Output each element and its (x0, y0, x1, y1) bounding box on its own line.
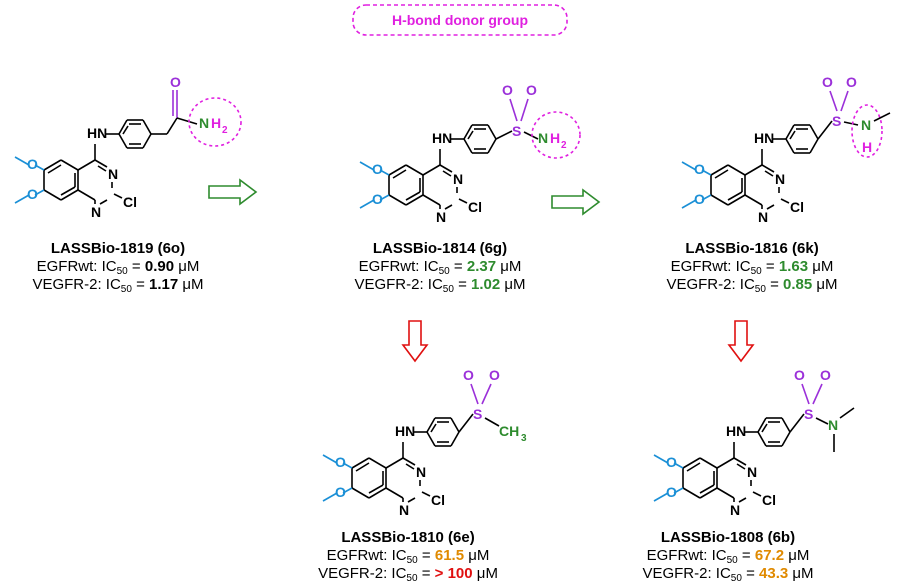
svg-text:O: O (335, 484, 346, 500)
svg-text:O: O (666, 484, 677, 500)
svg-text:S: S (473, 406, 482, 422)
svg-text:Cl: Cl (123, 194, 137, 210)
svg-text:O: O (822, 74, 833, 90)
svg-text:Cl: Cl (762, 492, 776, 508)
structure-1816: HN N N Cl O O S O O N H (681, 74, 891, 225)
caption-1808: LASSBio-1808 (6b) EGFRwt: IC50 = 67.2 μM… (610, 529, 846, 584)
vegfr-line: VEGFR-2: IC50 = > 100 μM (318, 565, 498, 584)
svg-text:N: N (828, 417, 838, 433)
structure-1814: HN N N Cl O O S O O N H 2 (359, 82, 581, 225)
structure-1819: HN N N Cl O O O N H 2 (14, 74, 242, 220)
vegfr-line: VEGFR-2: IC50 = 1.02 μM (354, 276, 526, 295)
compound-name: LASSBio-1814 (6g) (372, 240, 508, 257)
caption-1816: LASSBio-1816 (6k) EGFRwt: IC50 = 1.63 μM… (634, 240, 870, 295)
caption-1810: LASSBio-1810 (6e) EGFRwt: IC50 = 61.5 μM… (290, 529, 526, 584)
svg-text:Cl: Cl (431, 492, 445, 508)
egfr-value: 61.5 (434, 547, 465, 564)
svg-text:HN: HN (87, 125, 107, 141)
svg-text:O: O (846, 74, 857, 90)
vegfr-value: 43.3 (759, 565, 789, 582)
vegfr-line: VEGFR-2: IC50 = 0.85 μM (666, 276, 838, 295)
svg-text:N: N (730, 502, 740, 518)
svg-text:O: O (170, 74, 181, 90)
svg-text:S: S (832, 113, 841, 129)
annotation-box (352, 4, 568, 36)
svg-text:N: N (399, 502, 409, 518)
svg-text:Cl: Cl (468, 199, 482, 215)
caption-1819: LASSBio-1819 (6o) EGFRwt: IC50 = 0.90 μM… (0, 240, 236, 295)
svg-text:N: N (416, 464, 426, 480)
vegfr-line: VEGFR-2: IC50 = 43.3 μM (642, 565, 814, 584)
svg-text:O: O (489, 367, 500, 383)
svg-text:O: O (694, 161, 705, 177)
svg-text:N: N (538, 130, 548, 146)
egfr-value: 1.63 (778, 258, 809, 275)
svg-text:O: O (463, 367, 474, 383)
caption-1814: LASSBio-1814 (6g) EGFRwt: IC50 = 2.37 μM… (322, 240, 558, 295)
arrow-right-2 (551, 188, 601, 216)
svg-text:2: 2 (222, 125, 228, 136)
vegfr-value: 1.17 (149, 276, 179, 293)
svg-text:H: H (862, 139, 872, 155)
arrow-right-1 (208, 178, 258, 206)
svg-text:O: O (372, 191, 383, 207)
h-bond-annotation: H-bond donor group (352, 4, 568, 36)
svg-text:O: O (502, 82, 513, 98)
svg-text:O: O (794, 367, 805, 383)
svg-text:3: 3 (521, 433, 527, 444)
vegfr-line: VEGFR-2: IC50 = 1.17 μM (32, 276, 204, 295)
svg-text:O: O (526, 82, 537, 98)
egfr-line: EGFRwt: IC50 = 67.2 μM (646, 547, 810, 566)
svg-text:S: S (804, 406, 813, 422)
svg-text:HN: HN (432, 130, 452, 146)
svg-text:O: O (335, 454, 346, 470)
svg-text:H: H (211, 115, 221, 131)
svg-text:N: N (108, 166, 118, 182)
vegfr-value: 0.85 (783, 276, 813, 293)
svg-text:HN: HN (726, 423, 746, 439)
compound-name: LASSBio-1810 (6e) (341, 529, 475, 546)
svg-text:O: O (27, 156, 38, 172)
svg-text:Cl: Cl (790, 199, 804, 215)
svg-text:O: O (694, 191, 705, 207)
svg-text:N: N (199, 115, 209, 131)
egfr-value: 0.90 (144, 258, 175, 275)
svg-text:O: O (666, 454, 677, 470)
vegfr-value: > 100 (434, 565, 473, 582)
structure-1808: HN N N Cl O O S O O N (653, 367, 855, 518)
svg-text:N: N (453, 171, 463, 187)
svg-text:N: N (775, 171, 785, 187)
structure-1810: HN N N Cl O O S O O CH 3 (322, 367, 527, 518)
arrow-down-2 (727, 320, 755, 363)
svg-text:N: N (861, 117, 871, 133)
egfr-value: 2.37 (466, 258, 497, 275)
annotation-text: H-bond donor group (392, 12, 528, 28)
egfr-line: EGFRwt: IC50 = 1.63 μM (670, 258, 834, 277)
vegfr-value: 1.02 (471, 276, 501, 293)
svg-text:H: H (550, 130, 560, 146)
compound-name: LASSBio-1808 (6b) (660, 529, 796, 546)
egfr-line: EGFRwt: IC50 = 0.90 μM (36, 258, 200, 277)
arrow-down-1 (401, 320, 429, 363)
svg-text:N: N (758, 209, 768, 225)
svg-text:CH: CH (499, 423, 519, 439)
egfr-line: EGFRwt: IC50 = 61.5 μM (326, 547, 490, 566)
svg-text:N: N (436, 209, 446, 225)
svg-text:N: N (747, 464, 757, 480)
svg-text:O: O (372, 161, 383, 177)
egfr-value: 67.2 (754, 547, 785, 564)
compound-name: LASSBio-1819 (6o) (50, 240, 186, 257)
compound-name: LASSBio-1816 (6k) (685, 240, 819, 257)
svg-text:O: O (820, 367, 831, 383)
svg-text:O: O (27, 186, 38, 202)
svg-text:S: S (512, 123, 521, 139)
egfr-line: EGFRwt: IC50 = 2.37 μM (358, 258, 522, 277)
svg-text:2: 2 (561, 140, 567, 151)
svg-text:HN: HN (754, 130, 774, 146)
svg-text:N: N (91, 204, 101, 220)
svg-text:HN: HN (395, 423, 415, 439)
